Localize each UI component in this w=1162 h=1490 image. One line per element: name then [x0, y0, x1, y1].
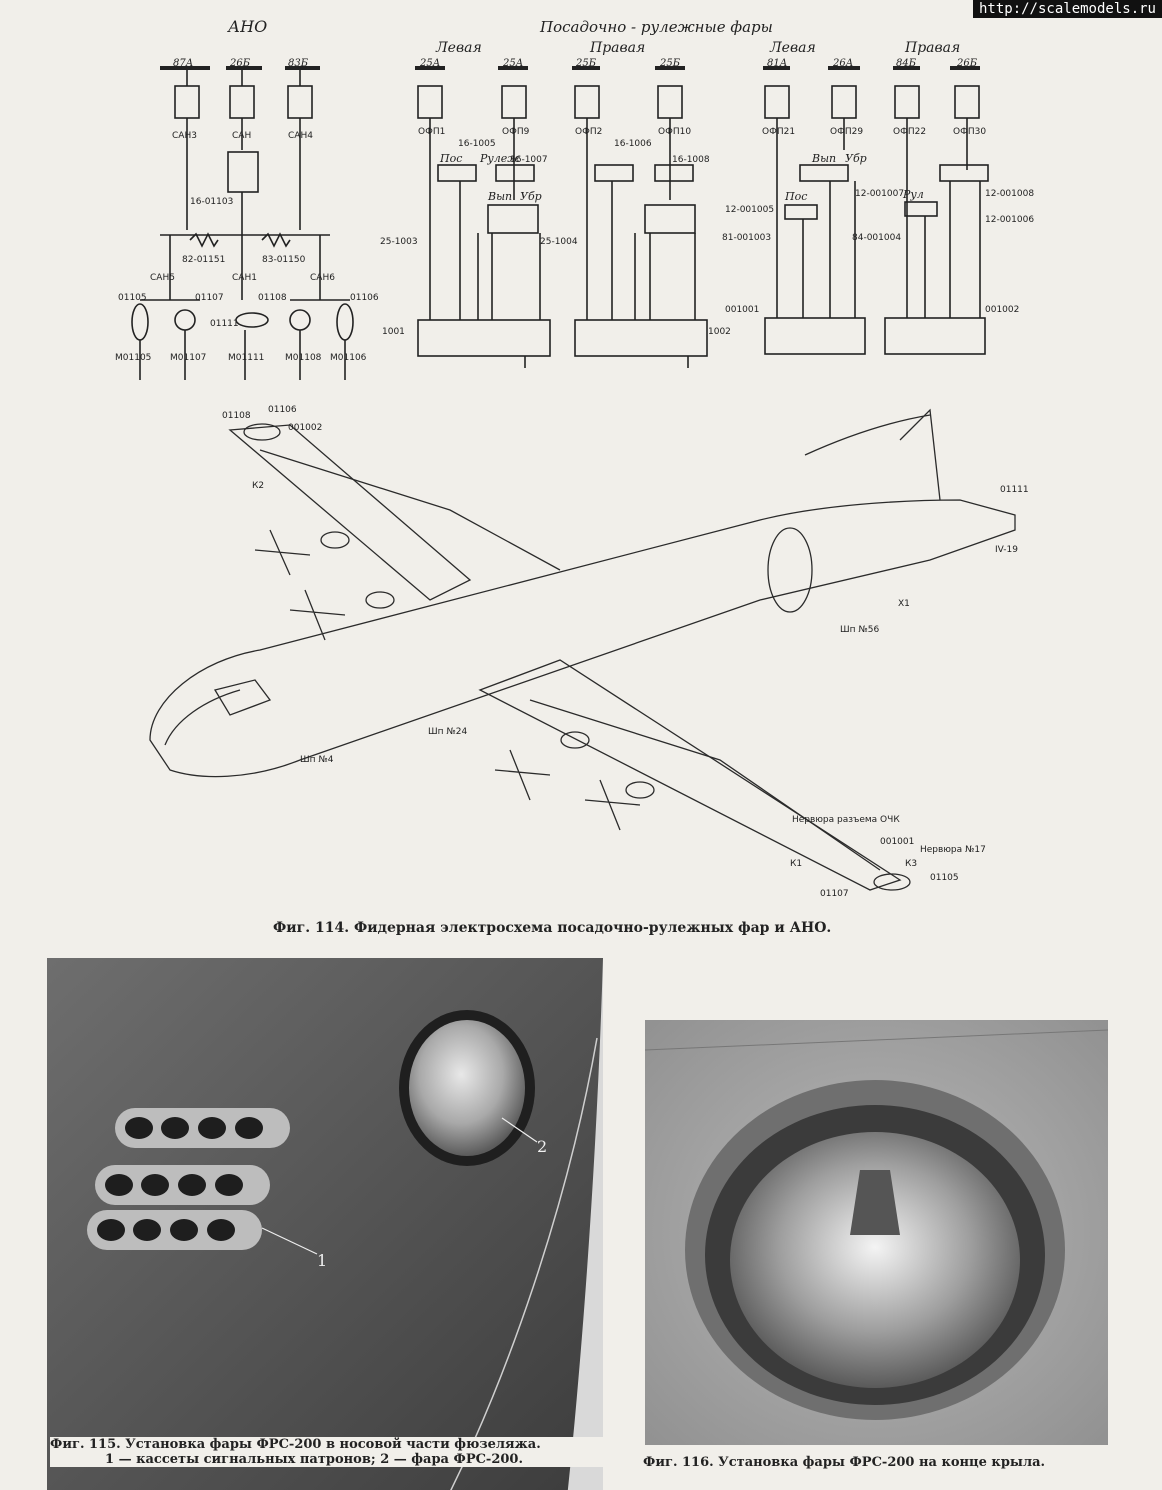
photo-label-1: 1	[317, 1251, 327, 1270]
aircraft-label: К2	[252, 481, 264, 491]
block2-label: Рул	[902, 188, 924, 201]
ano-label: 01105	[118, 293, 147, 303]
ano-label: 82-01151	[182, 255, 225, 265]
aircraft-label: Х1	[898, 599, 910, 609]
fuse-label: 25Б	[575, 58, 597, 69]
aircraft-label: IV-19	[995, 545, 1018, 555]
fuse-label: 25А	[419, 58, 440, 69]
block1-label: ОФП10	[658, 127, 691, 137]
photo-fig115: 1 2	[47, 958, 603, 1490]
block2-right: Правая	[904, 40, 960, 56]
block1-right: Правая	[589, 40, 645, 56]
lights-title: Посадочно - рулежные фары	[539, 18, 773, 36]
aircraft-label: Шп №4	[300, 755, 334, 765]
wiring-schematic: АНО Посадочно - рулежные фары Левая Прав…	[115, 17, 1034, 899]
block1-label: 16-1007	[510, 155, 548, 165]
ano-label: САН5	[150, 273, 175, 283]
block1-label: 16-1008	[672, 155, 710, 165]
fig116-caption: Фиг. 116. Установка фары ФРС-200 на конц…	[643, 1455, 1046, 1470]
aircraft-label: К1	[790, 859, 802, 869]
block2-label: 001002	[985, 305, 1019, 315]
photo-label-2: 2	[537, 1137, 547, 1156]
fuse-label: 26А	[832, 58, 853, 69]
ano-label: 01107	[195, 293, 224, 303]
fuse-label: 25Б	[659, 58, 681, 69]
aircraft-label: Шп №56	[840, 625, 879, 635]
block1-label: 25-1004	[540, 237, 578, 247]
fuse-label: 87А	[173, 58, 193, 69]
fig115-caption-line2-text: 1 — кассеты сигнальных патронов; 2 — фар…	[105, 1452, 523, 1467]
block1-label: Убр	[520, 190, 542, 203]
ano-label: САН3	[172, 131, 197, 141]
block2-label: ОФП29	[830, 127, 863, 137]
aircraft-label: 001001	[880, 837, 914, 847]
ano-label: 01106	[350, 293, 379, 303]
block1-label: ОФП9	[502, 127, 530, 137]
ano-label: М01106	[330, 353, 367, 363]
block2-label: 84-001004	[852, 233, 901, 243]
aircraft-label: 01105	[930, 873, 959, 883]
aircraft-label: Нервюра разъема ОЧК	[792, 815, 900, 825]
fuse-label: 26Б	[956, 58, 978, 69]
aircraft-label: 01108	[222, 411, 251, 421]
ano-label: М01105	[115, 353, 151, 363]
ano-label: 83-01150	[262, 255, 306, 265]
block2-label: 12-001007	[855, 189, 904, 199]
fig115-caption-line1-text: Фиг. 115. Установка фары ФРС-200 в носов…	[50, 1437, 541, 1452]
aircraft-label: 01111	[1000, 485, 1029, 495]
block1-label: ОФП2	[575, 127, 602, 137]
ano-label: САН6	[310, 273, 335, 283]
aircraft-label: К3	[905, 859, 917, 869]
ano-label: 01108	[258, 293, 287, 303]
block1-left: Левая	[435, 40, 482, 56]
aircraft-drawing	[149, 408, 1016, 891]
block2-label: 12-001006	[985, 215, 1034, 225]
block1-label: Пос	[439, 152, 462, 165]
aircraft-label: 01107	[820, 889, 849, 899]
block2-label: Убр	[845, 152, 867, 165]
fuse-label: 84Б	[896, 58, 917, 69]
ano-label: САН1	[232, 273, 257, 283]
block2-label: ОФП22	[893, 127, 926, 137]
block1-label: 1002	[708, 327, 731, 337]
fuse-label: 81А	[767, 58, 787, 69]
block1-label: Вып	[487, 190, 512, 203]
aircraft-label: Нервюра №17	[920, 845, 986, 855]
block2-label: Пос	[784, 190, 807, 203]
ano-label: САН	[232, 131, 251, 141]
ano-title: АНО	[227, 17, 267, 36]
ano-label: М01107	[170, 353, 206, 363]
fuse-label: 83Б	[288, 58, 309, 69]
ano-label: М01108	[285, 353, 322, 363]
block2-label: 81-001003	[722, 233, 771, 243]
fig114-caption: Фиг. 114. Фидерная электросхема посадочн…	[273, 920, 832, 936]
block1-label: 25-1003	[380, 237, 418, 247]
watermark: http://scalemodels.ru	[972, 0, 1162, 18]
aircraft-label: Шп №24	[428, 727, 467, 737]
block1-label: 16-1006	[614, 139, 652, 149]
ano-label: М01111	[228, 353, 264, 363]
block1-label: Рулеж	[479, 152, 520, 165]
block2-label: Вып	[811, 152, 836, 165]
block1-label: 1001	[382, 327, 405, 337]
block1-label: 16-1005	[458, 139, 496, 149]
ano-label: 01111	[210, 319, 239, 329]
ano-label: 16-01103	[190, 197, 233, 207]
block2-label: 001001	[725, 305, 759, 315]
aircraft-label: 001002	[288, 423, 322, 433]
photo-fig116	[645, 1020, 1108, 1445]
block2-label: ОФП30	[953, 127, 986, 137]
block2-label: 12-001005	[725, 205, 774, 215]
block2-label: 12-001008	[985, 189, 1034, 199]
ano-label: САН4	[288, 131, 313, 141]
block2-label: ОФП21	[762, 127, 795, 137]
fuse-label: 26Б	[229, 58, 251, 69]
aircraft-label: 01106	[268, 405, 297, 415]
block1-label: ОФП1	[418, 127, 445, 137]
fig115-caption: Фиг. 115. Установка фары ФРС-200 в носов…	[50, 1437, 610, 1467]
fuse-label: 25А	[502, 58, 523, 69]
block2-left: Левая	[769, 40, 816, 56]
